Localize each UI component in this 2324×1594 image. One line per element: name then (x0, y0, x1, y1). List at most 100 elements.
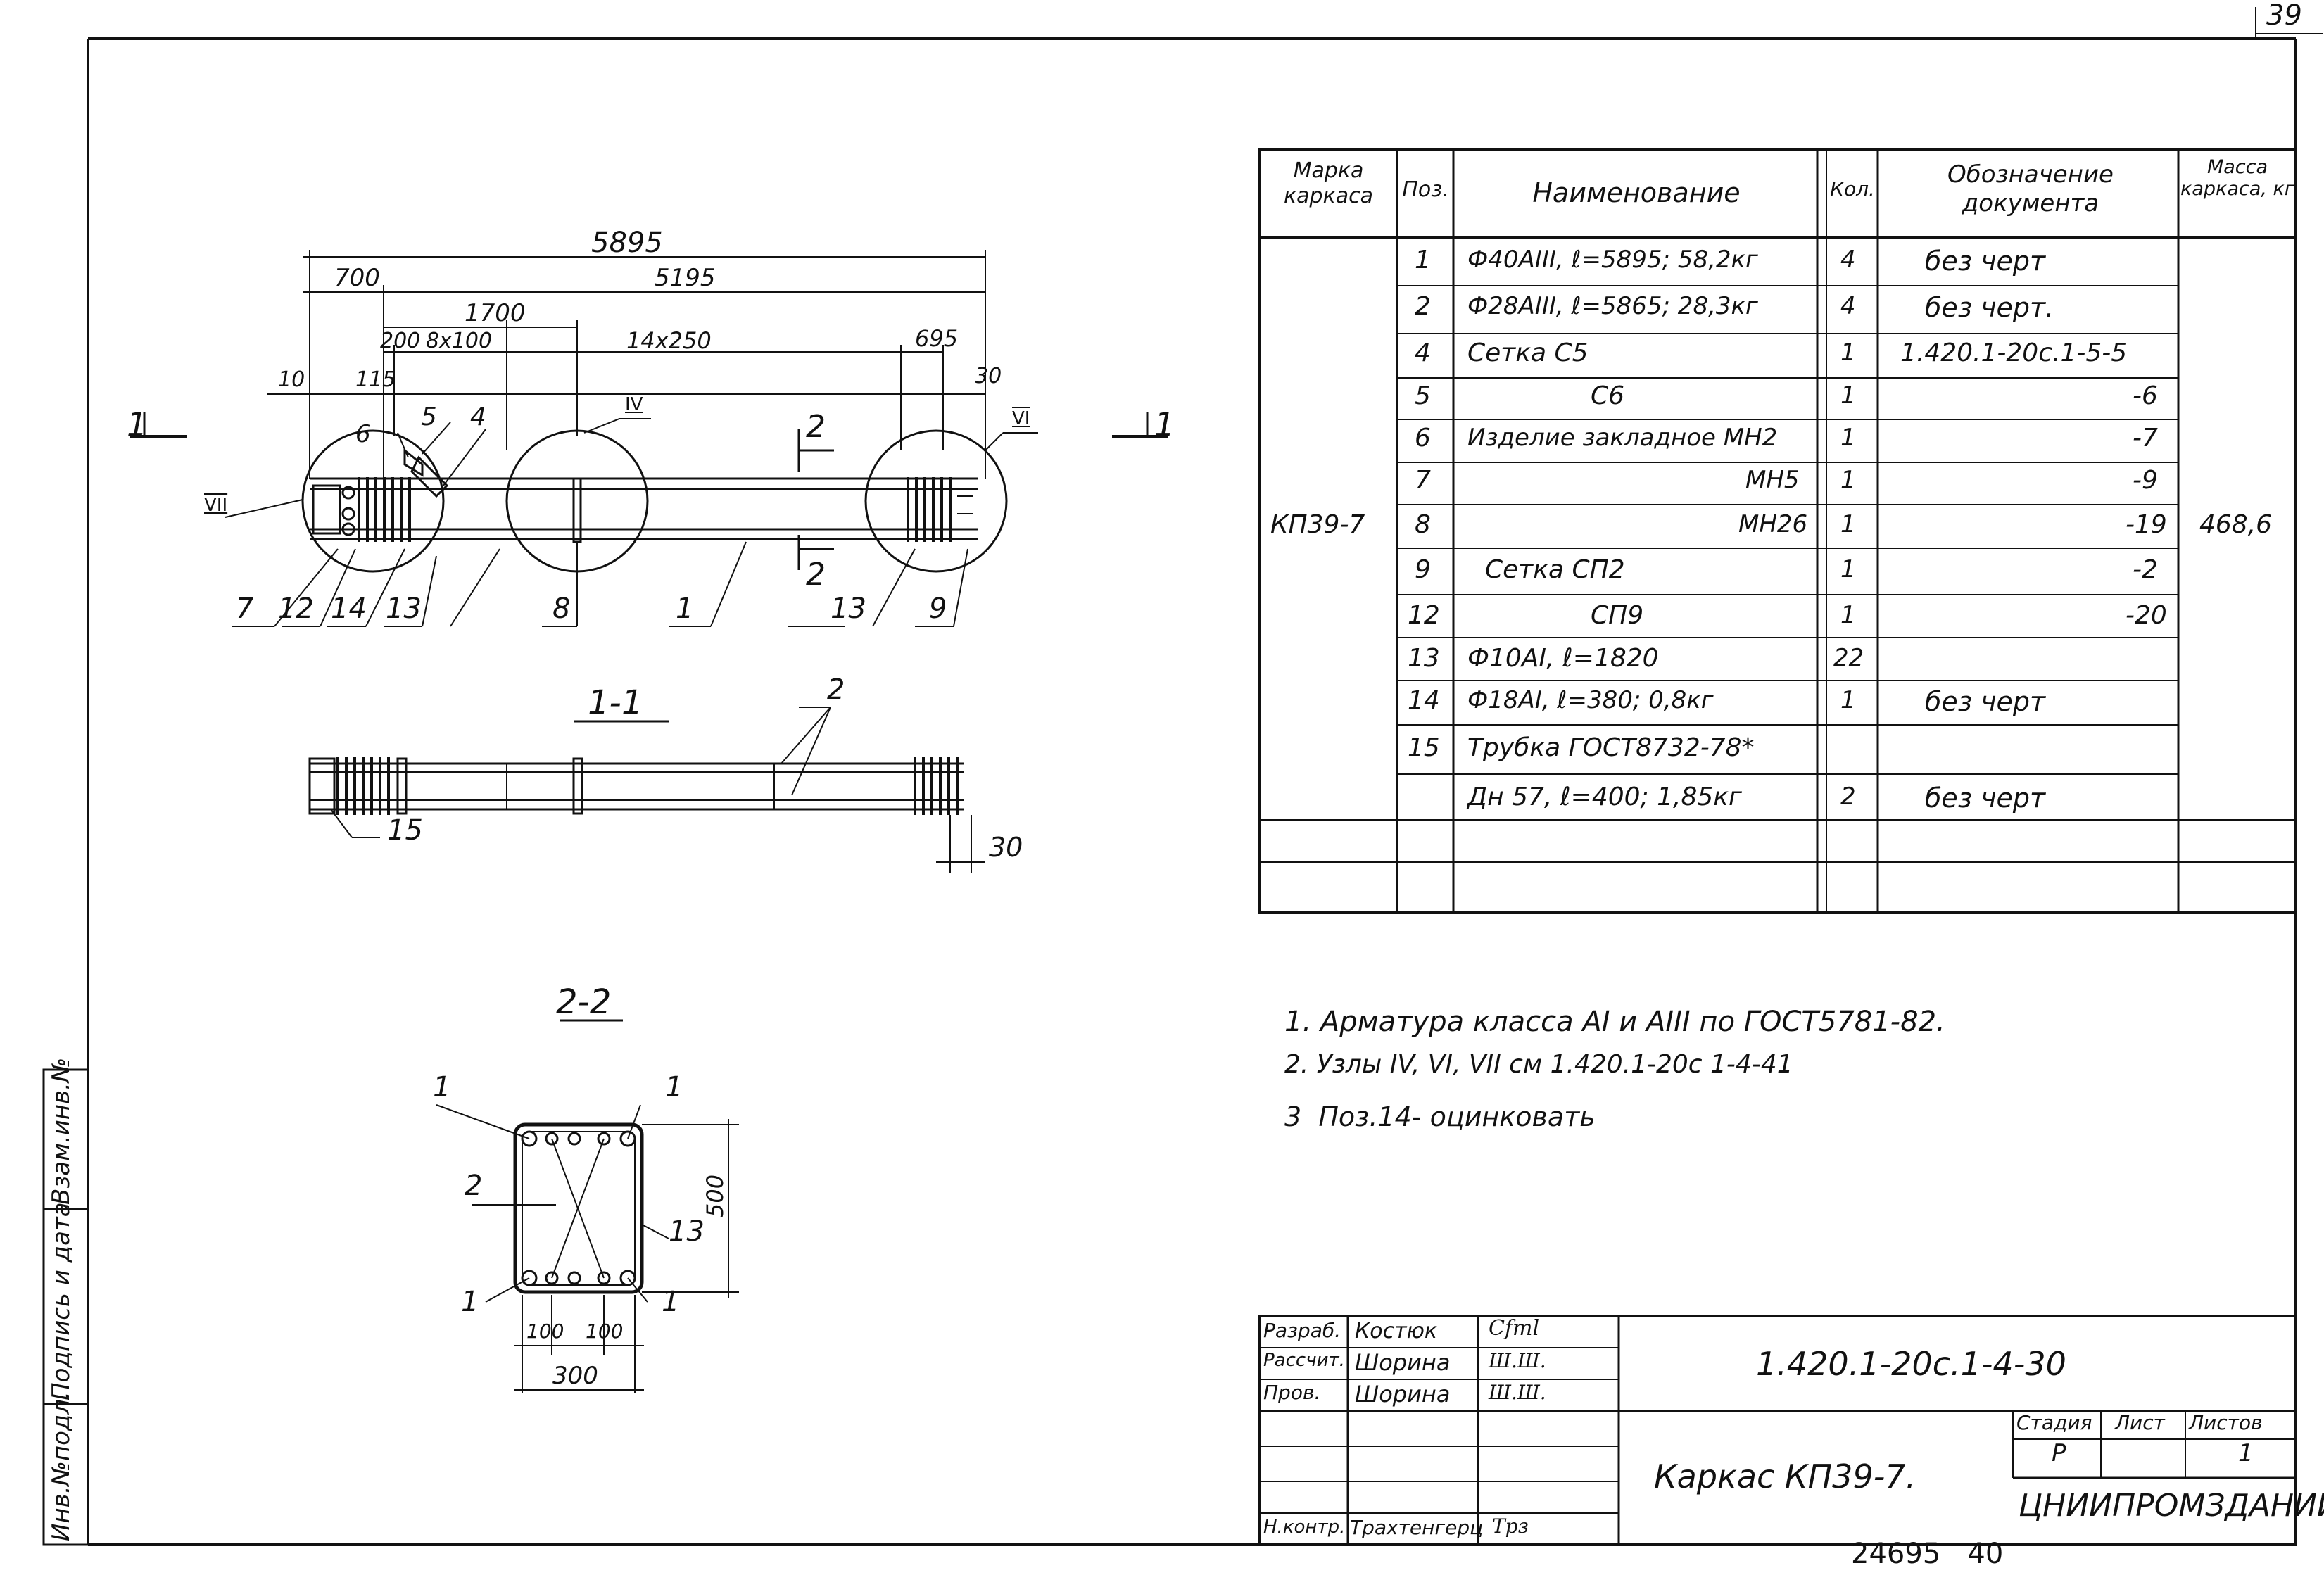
spec-row-name: Изделие закладное МН2 (1467, 424, 1778, 452)
callout-13-right: 13 (831, 593, 866, 625)
tb-signature-developer: Cfml (1489, 1316, 1540, 1341)
spec-row-qty: 1 (1840, 555, 1856, 583)
margin-label-signature-date: Подпись и дата (47, 1202, 75, 1400)
spec-row-qty: 1 (1840, 466, 1856, 494)
section-mark-2-bottom: 2 (806, 557, 826, 593)
spec-header-name: Наименование (1532, 177, 1741, 208)
plan-view (130, 250, 1168, 627)
spec-row-name: Трубка ГОСТ8732-78* (1467, 733, 1755, 762)
spec-row-pos: 1 (1415, 246, 1431, 274)
spec-row-pos: 13 (1408, 644, 1440, 673)
tb-organization: ЦНИИПРОМЗДАНИЙ (2019, 1488, 2324, 1524)
spec-row-name: СП9 (1591, 601, 1644, 630)
dim-115: 115 (355, 367, 396, 392)
section-mark-left: 1 (127, 405, 148, 443)
margin-label-inv-orig: Инв.№подл. (47, 1391, 75, 1541)
section-1-1-label-15: 15 (387, 814, 423, 847)
callout-6: 6 (355, 420, 371, 448)
spec-row-pos: 2 (1415, 292, 1431, 321)
spec-mass-value: 468,6 (2199, 510, 2273, 539)
spec-row-pos: 8 (1415, 510, 1431, 539)
spec-row-name: Ф10АI, ℓ=1820 (1467, 644, 1659, 673)
spec-row-doc: без черт (1925, 246, 2046, 277)
callout-9: 9 (929, 593, 947, 625)
spec-row-doc: -19 (2126, 510, 2167, 539)
section-2-2-dim-100a: 100 (526, 1320, 564, 1343)
note-3: 3 Поз.14- оцинковать (1284, 1101, 1596, 1132)
dim-200: 200 (380, 329, 421, 353)
spec-row-name: Дн 57, ℓ=400; 1,85кг (1467, 783, 1742, 811)
section-2-2-view (436, 1019, 739, 1393)
callout-5: 5 (421, 403, 437, 431)
margin-label-replaced-inv: Взам.инв.№ (47, 1057, 75, 1205)
spec-row-name: Ф40АIII, ℓ=5895; 58,2кг (1467, 246, 1758, 274)
callout-8: 8 (552, 593, 571, 625)
callout-13-left: 13 (386, 593, 422, 625)
tb-name-calculated: Шорина (1355, 1349, 1451, 1376)
tb-sheet-label: Лист (2115, 1411, 2165, 1434)
spec-row-qty: 1 (1840, 339, 1856, 367)
archive-stamp-number: 24695 40 (1851, 1538, 2004, 1570)
section-2-2-label-1-br: 1 (662, 1286, 680, 1318)
section-1-1-dim-30: 30 (989, 832, 1023, 863)
spec-row-pos: 7 (1415, 466, 1431, 495)
tb-role-norm-control: Н.контр. (1263, 1517, 1346, 1538)
page-number: 39 (2266, 0, 2302, 32)
tb-signature-norm-control: Трз (1492, 1514, 1529, 1538)
tb-role-calculated: Рассчит. (1263, 1350, 1345, 1371)
tb-stage-label: Стадия (2016, 1411, 2092, 1434)
spec-row-doc: 1.420.1-20с.1-5-5 (1900, 339, 2128, 367)
spec-row-doc: -6 (2133, 381, 2158, 410)
spec-row-qty: 1 (1840, 601, 1856, 629)
spec-row-qty: 1 (1840, 381, 1856, 410)
tb-signature-calculated: Ш.Ш. (1489, 1349, 1546, 1372)
section-mark-right: 1 (1154, 405, 1175, 443)
spec-row-qty: 1 (1840, 424, 1856, 452)
spec-header-pos: Поз. (1402, 177, 1449, 202)
spec-header-qty: Кол. (1830, 177, 1875, 201)
dim-overall: 5895 (591, 227, 663, 259)
spec-header-doc: Обозначение документа (1947, 160, 2114, 217)
spec-row-pos: 14 (1408, 686, 1440, 715)
dim-10: 10 (278, 367, 305, 392)
spec-header-mass: Масса каркаса, кг (2180, 156, 2294, 201)
tb-sheets-label: Листов (2189, 1411, 2263, 1434)
spec-mark-value: КП39-7 (1270, 510, 1365, 539)
section-2-2-label-13: 13 (669, 1215, 705, 1248)
spec-row-qty: 4 (1840, 292, 1856, 320)
node-label-vii: VII (204, 495, 228, 516)
tb-title: Каркас КП39-7. (1654, 1457, 1916, 1495)
section-mark-2-top: 2 (806, 409, 826, 445)
tb-name-norm-control: Трахтенгерц (1350, 1516, 1484, 1539)
spec-row-doc: без черт (1925, 686, 2046, 717)
section-2-2-label-1-bl: 1 (461, 1286, 479, 1318)
section-2-2-label-1-tr: 1 (665, 1071, 683, 1103)
dim-695: 695 (915, 325, 959, 352)
spec-table-grid (1258, 148, 2297, 914)
dim-30-plan: 30 (975, 364, 1002, 388)
spec-row-doc: -7 (2133, 424, 2158, 453)
node-label-iv: IV (625, 394, 643, 415)
section-2-2-label-2: 2 (465, 1170, 483, 1202)
callout-4: 4 (470, 403, 486, 431)
spec-row-name: Ф18АI, ℓ=380; 0,8кг (1467, 686, 1714, 714)
title-block-grid (1258, 1315, 2297, 1546)
spec-row-name: Сетка С5 (1467, 339, 1589, 367)
spec-row-name: Ф28АIII, ℓ=5865; 28,3кг (1467, 292, 1758, 320)
spec-row-pos: 12 (1408, 601, 1440, 630)
tb-role-checked: Пров. (1263, 1381, 1321, 1404)
dim-700: 700 (334, 264, 380, 292)
tb-role-developer: Разраб. (1263, 1319, 1341, 1342)
note-1: 1. Арматура класса АI и АIII по ГОСТ5781… (1284, 1006, 1945, 1038)
spec-row-qty: 1 (1840, 686, 1856, 714)
dim-8x100: 8x100 (426, 329, 493, 353)
tb-stage-value: Р (2052, 1439, 2066, 1467)
tb-signature-checked: Ш.Ш. (1489, 1381, 1546, 1404)
spec-row-qty: 22 (1833, 644, 1864, 672)
spec-row-pos: 15 (1408, 733, 1440, 762)
spec-row-name: МН5 (1745, 466, 1800, 494)
dim-1700: 1700 (465, 299, 526, 327)
spec-row-qty: 4 (1840, 246, 1856, 274)
spec-row-pos: 4 (1415, 339, 1431, 367)
